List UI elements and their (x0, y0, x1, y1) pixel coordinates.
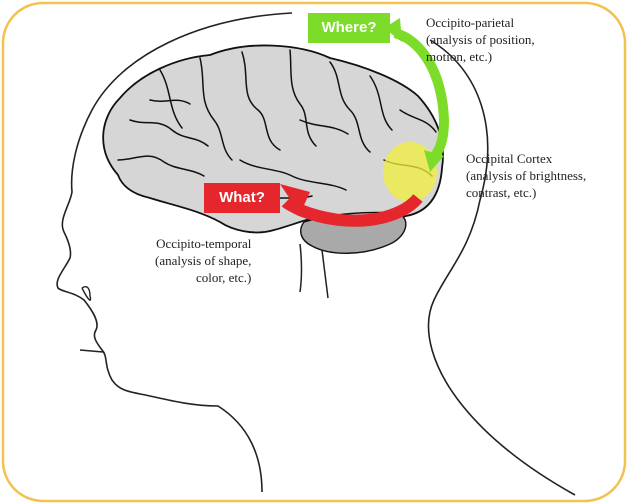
temporal-title: Occipito-temporal (155, 235, 251, 252)
occipito-parietal-label: Occipito-parietal (analysis of position,… (426, 14, 535, 65)
occipital-highlight (383, 142, 437, 202)
parietal-desc-line1: (analysis of position, (426, 31, 535, 48)
occipital-desc-line2: contrast, etc.) (466, 184, 586, 201)
occipital-desc-line1: (analysis of brightness, (466, 167, 586, 184)
parietal-desc-line2: motion, etc.) (426, 48, 535, 65)
occipital-title: Occipital Cortex (466, 150, 586, 167)
occipito-temporal-label: Occipito-temporal (analysis of shape, co… (155, 235, 251, 286)
what-tag: What? (204, 183, 280, 213)
temporal-desc-line2: color, etc.) (155, 269, 251, 286)
where-tag: Where? (308, 13, 390, 43)
occipital-cortex-label: Occipital Cortex (analysis of brightness… (466, 150, 586, 201)
temporal-desc-line1: (analysis of shape, (155, 252, 251, 269)
parietal-title: Occipito-parietal (426, 14, 535, 31)
